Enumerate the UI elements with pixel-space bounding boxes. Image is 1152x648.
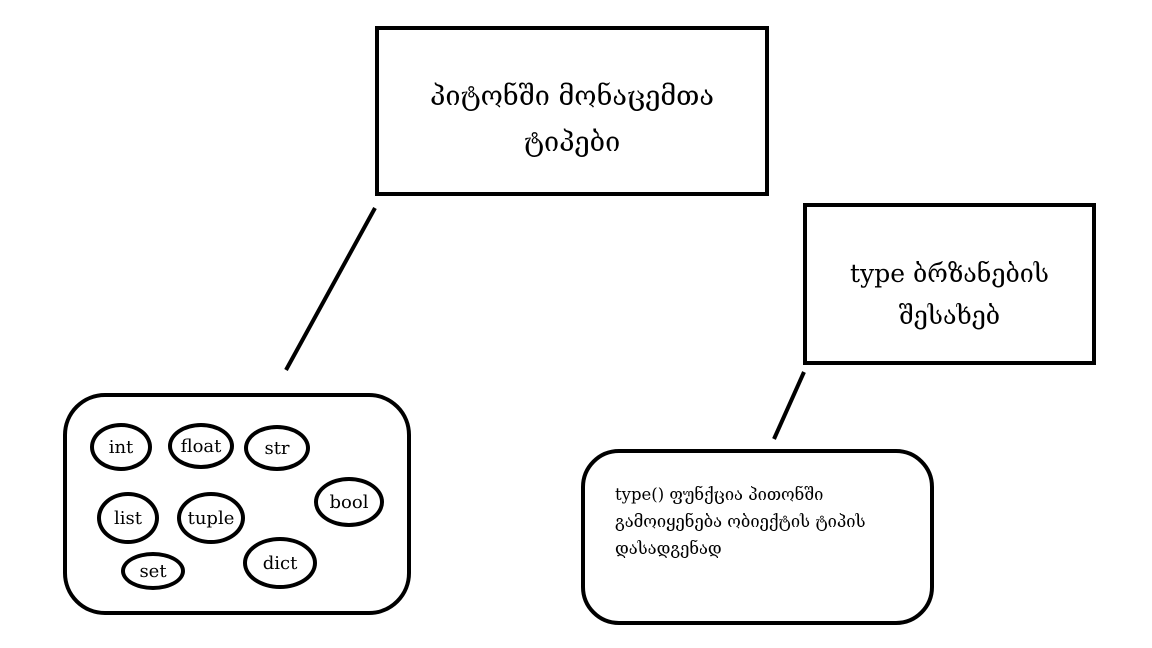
description-line-2: გამოიყენება ობიექტის ტიპის	[615, 512, 866, 531]
type-command-box: type ბრზანების შესახებ	[803, 203, 1096, 365]
data-types-container: int float str list tuple bool set dict	[63, 393, 411, 615]
data-type-float: float	[168, 423, 234, 469]
description-text: type() ფუნქცია პითონში გამოიყენება ობიექ…	[615, 481, 920, 562]
type-command-line-2: შესახებ	[898, 301, 1001, 330]
data-type-dict: dict	[243, 537, 317, 589]
python-data-types-title-box: პიტონში მონაცემთა ტიპები	[375, 26, 769, 196]
data-type-int: int	[90, 423, 152, 471]
type-connector-line	[772, 371, 806, 440]
data-type-set: set	[121, 552, 185, 590]
data-type-tuple: tuple	[177, 492, 245, 544]
type-command-text: type ბრზანების შესახებ	[807, 253, 1092, 337]
title-line-1: პიტონში მონაცემთა	[429, 81, 715, 112]
type-command-line-1: type ბრზანების	[850, 259, 1049, 288]
title-connector-line	[284, 207, 377, 371]
data-type-str: str	[244, 425, 310, 471]
description-line-3: დასადგენად	[615, 539, 722, 558]
type-function-description-box: type() ფუნქცია პითონში გამოიყენება ობიექ…	[581, 449, 934, 625]
data-type-bool: bool	[314, 477, 384, 527]
data-type-list: list	[97, 492, 159, 544]
title-text: პიტონში მონაცემთა ტიპები	[379, 74, 765, 166]
description-line-1: type() ფუნქცია პითონში	[615, 485, 824, 504]
title-line-2: ტიპები	[523, 127, 621, 158]
